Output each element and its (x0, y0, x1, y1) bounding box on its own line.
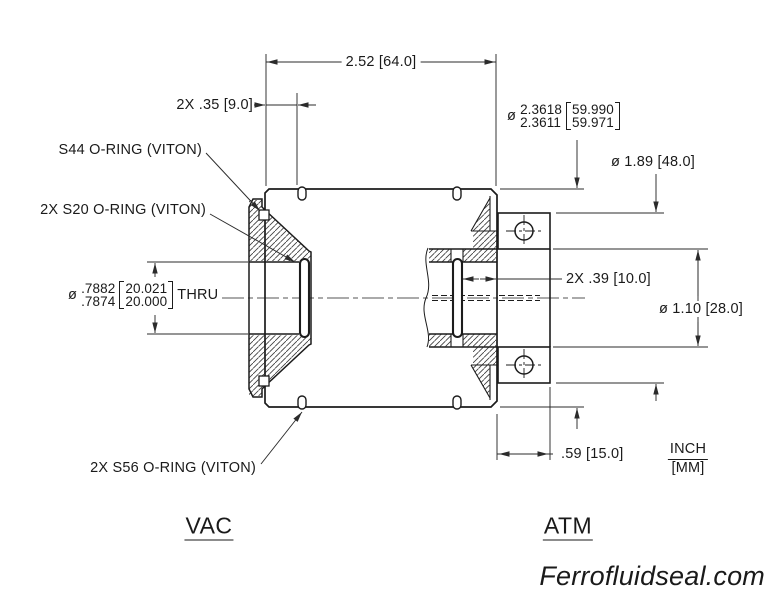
mm-limits: 20.021 20.000 (119, 281, 174, 309)
s20-oring-right (451, 257, 464, 339)
shaft-hub (497, 212, 551, 384)
mm-low: 59.971 (571, 115, 614, 130)
units-mm: [MM] (671, 460, 705, 476)
s56-oring-groove-top-left (297, 186, 307, 201)
callout-s20-oring: 2X S20 O-RING (VITON) (40, 202, 206, 218)
atmosphere-side-label: ATM (542, 512, 594, 541)
mm-high: 20.021 (125, 281, 168, 296)
extension-lines (147, 54, 708, 460)
dim-hub-length: .59 [15.0] (557, 446, 628, 462)
inch-low: .7874 (81, 294, 116, 309)
inch-low: 2.3611 (520, 115, 561, 130)
s56-oring-groove-bottom-left (297, 395, 307, 410)
dim-body-od: ø 2.3618 2.3611 59.990 59.971 (507, 102, 620, 130)
s56-oring-groove-bottom-right (452, 395, 462, 410)
s44-oring-groove-bottom (258, 375, 270, 387)
s44-oring-groove-top (258, 209, 270, 221)
housing-body-outline (264, 188, 498, 408)
mm-limits: 59.990 59.971 (565, 102, 620, 130)
callout-s44-oring: S44 O-RING (VITON) (58, 142, 202, 158)
diameter-symbol: ø (507, 108, 517, 124)
units-note: INCH [MM] (667, 441, 709, 477)
s20-leader (209, 213, 296, 263)
orings (297, 186, 464, 410)
callout-s56-oring: 2X S56 O-RING (VITON) (90, 460, 256, 476)
dim-overall-width: 2.52 [64.0] (341, 54, 421, 70)
s56-oring-groove-top-right (452, 186, 462, 201)
dim-face-to-groove-right: 2X .39 [10.0] (566, 271, 651, 287)
break-line (423, 247, 430, 348)
leader-lines (205, 152, 303, 465)
inch-high: 2.3618 (520, 102, 562, 117)
dim-bore: ø .7882 .7874 20.021 20.000 THRU (64, 281, 223, 309)
watermark-brand: Ferrofluidseal.com (539, 561, 765, 591)
dim-face-to-groove-left: 2X .35 [9.0] (176, 97, 253, 113)
inch-limits: .7882 .7874 (81, 281, 116, 309)
dim-pilot-dia: ø 1.89 [48.0] (611, 154, 696, 170)
mm-low: 20.000 (125, 294, 168, 309)
s56-leader (260, 411, 303, 465)
diameter-symbol: ø (68, 287, 78, 303)
units-inch: INCH (667, 441, 709, 460)
mm-high: 59.990 (571, 102, 614, 117)
vacuum-flange (248, 198, 312, 398)
inch-high: .7882 (81, 281, 116, 296)
inch-limits: 2.3618 2.3611 (520, 102, 562, 130)
thru-note: THRU (177, 287, 219, 303)
s20-oring-left (298, 257, 311, 339)
dim-shaft-dia: ø 1.10 [28.0] (654, 301, 748, 317)
s44-leader (205, 152, 261, 212)
vacuum-side-label: VAC (184, 512, 234, 541)
